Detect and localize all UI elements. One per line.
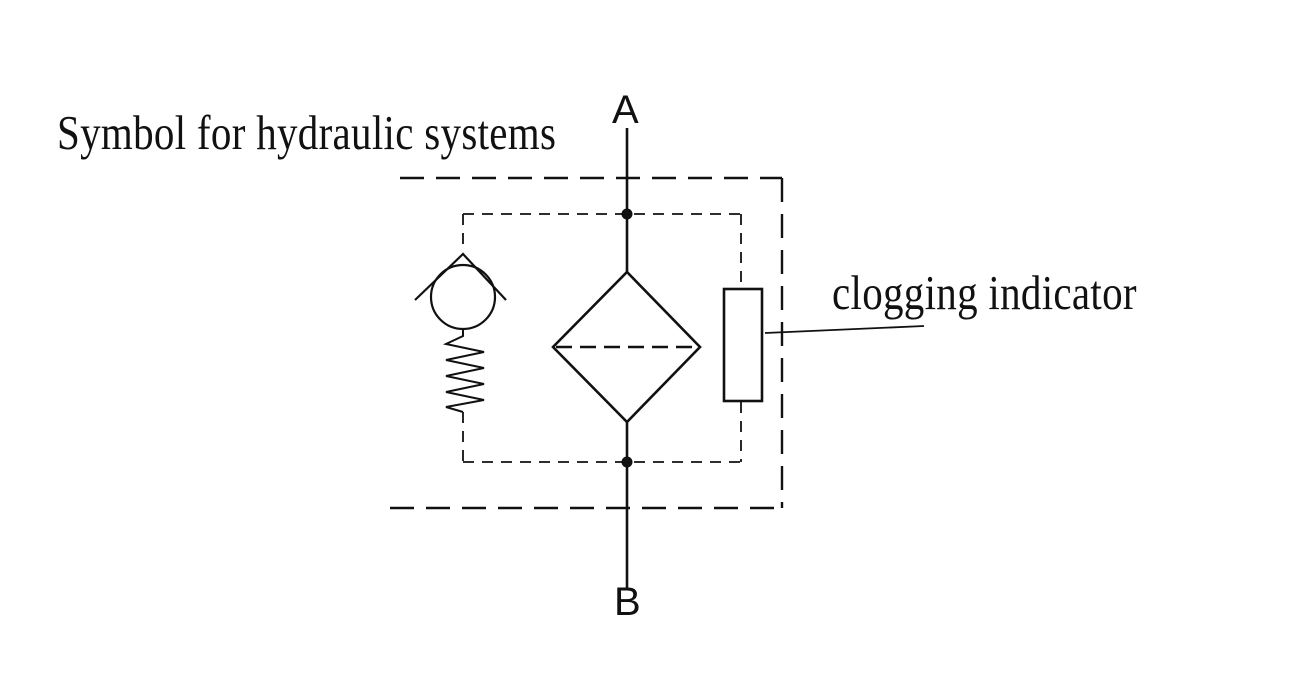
clogging-indicator-box — [722, 287, 764, 403]
junction-dot-top — [621, 208, 633, 220]
clogging-indicator-label: clogging indicator — [832, 265, 1137, 320]
clogging-indicator — [722, 287, 925, 403]
inner-pilot-loop — [462, 213, 742, 463]
diagram-title: Symbol for hydraulic systems — [57, 105, 557, 160]
outer-enclosure — [390, 176, 784, 510]
filter-diamond — [551, 270, 702, 424]
check-valve — [414, 252, 507, 331]
clogging-indicator-leader — [764, 325, 925, 334]
port-a-label: A — [612, 88, 639, 132]
check-valve-seat — [414, 252, 507, 301]
filter-element — [551, 270, 702, 424]
bypass-spring — [442, 329, 485, 413]
junction-dot-bottom — [621, 456, 633, 468]
